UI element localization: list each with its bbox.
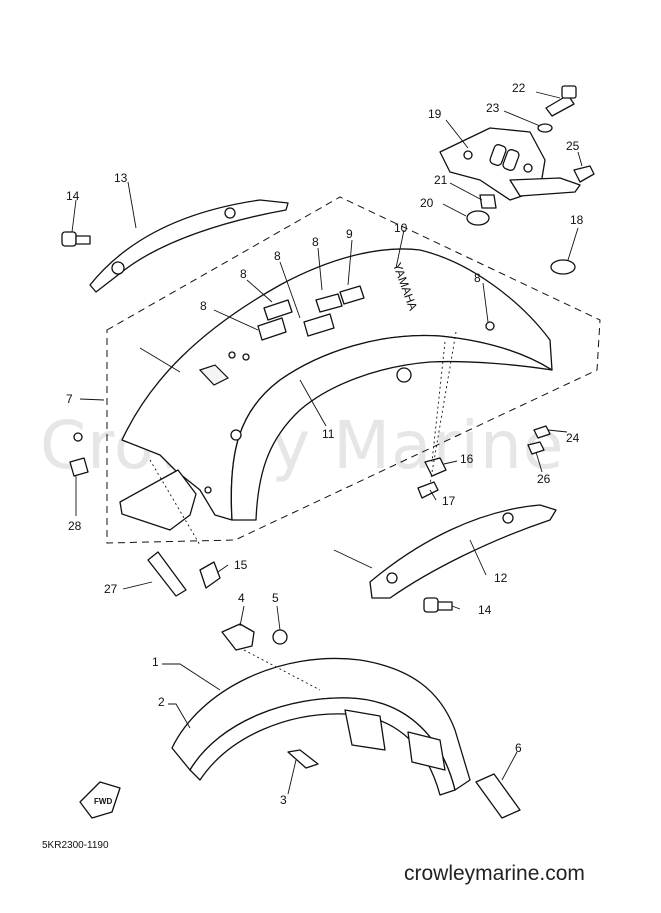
callout-25: 25	[566, 139, 580, 153]
alignment-lines	[149, 331, 457, 691]
callout-15: 15	[234, 558, 248, 572]
callouts: 1 2 3 4 5 6 7 8 8 8 8 8 9 10 11 12 13 14…	[66, 81, 584, 807]
callout-22: 22	[512, 81, 526, 95]
callout-17: 17	[442, 494, 456, 508]
callout-14-b: 14	[478, 603, 492, 617]
clip-16	[424, 457, 447, 477]
clip-28	[69, 457, 89, 477]
callout-28: 28	[68, 519, 82, 533]
washer-23	[537, 123, 553, 133]
callout-6: 6	[515, 741, 522, 755]
rail-lower	[369, 504, 557, 599]
callout-8-d: 8	[312, 235, 319, 249]
washer-5	[272, 629, 288, 645]
watermark: Crowley Marine	[40, 407, 564, 484]
collar-24	[533, 425, 551, 439]
callout-18: 18	[570, 213, 584, 227]
forward-arrow-icon: FWD	[79, 781, 121, 819]
callout-13: 13	[114, 171, 128, 185]
cap-25	[573, 165, 595, 183]
callout-9: 9	[346, 227, 353, 241]
site-name: crowleymarine.com	[404, 862, 585, 885]
callout-4: 4	[238, 591, 245, 605]
rear-fender: YAMAHA	[73, 248, 553, 531]
assembly-boundary	[106, 196, 601, 544]
callout-1: 1	[152, 655, 159, 669]
damper-15	[199, 561, 221, 589]
callout-3: 3	[280, 793, 287, 807]
callout-19: 19	[428, 107, 442, 121]
callout-26: 26	[537, 472, 551, 486]
nut-26	[527, 441, 545, 455]
screw-17	[417, 481, 439, 499]
callout-8-a: 8	[200, 299, 207, 313]
callout-27: 27	[104, 582, 118, 596]
clip-4	[221, 623, 255, 651]
callout-2: 2	[158, 695, 165, 709]
collar-21	[479, 194, 497, 209]
diagram-code: 5KR2300-1190	[42, 840, 109, 851]
callout-10: 10	[394, 221, 408, 235]
rail-upper	[89, 199, 289, 293]
bolt-14-lower	[423, 597, 453, 613]
fwd-label: FWD	[94, 797, 112, 806]
damper-20	[466, 210, 490, 226]
callout-7: 7	[66, 392, 73, 406]
cable-guide-6	[475, 773, 521, 819]
damper-18	[550, 259, 576, 275]
callout-8-b: 8	[240, 267, 247, 281]
callout-23: 23	[486, 101, 500, 115]
callout-21: 21	[434, 173, 448, 187]
callout-20: 20	[420, 196, 434, 210]
bolt-22	[545, 85, 577, 117]
callout-8-e: 8	[474, 271, 481, 285]
bolt-3	[287, 749, 319, 769]
front-fender	[171, 657, 471, 796]
callout-14-a: 14	[66, 189, 80, 203]
leader-lines	[71, 91, 583, 795]
callout-8-c: 8	[274, 249, 281, 263]
callout-24: 24	[566, 431, 580, 445]
callout-16: 16	[460, 452, 474, 466]
holder-27	[147, 551, 187, 597]
callout-12: 12	[494, 571, 508, 585]
callout-11: 11	[322, 427, 335, 441]
bolt-14-upper	[61, 231, 91, 247]
callout-5: 5	[272, 591, 279, 605]
